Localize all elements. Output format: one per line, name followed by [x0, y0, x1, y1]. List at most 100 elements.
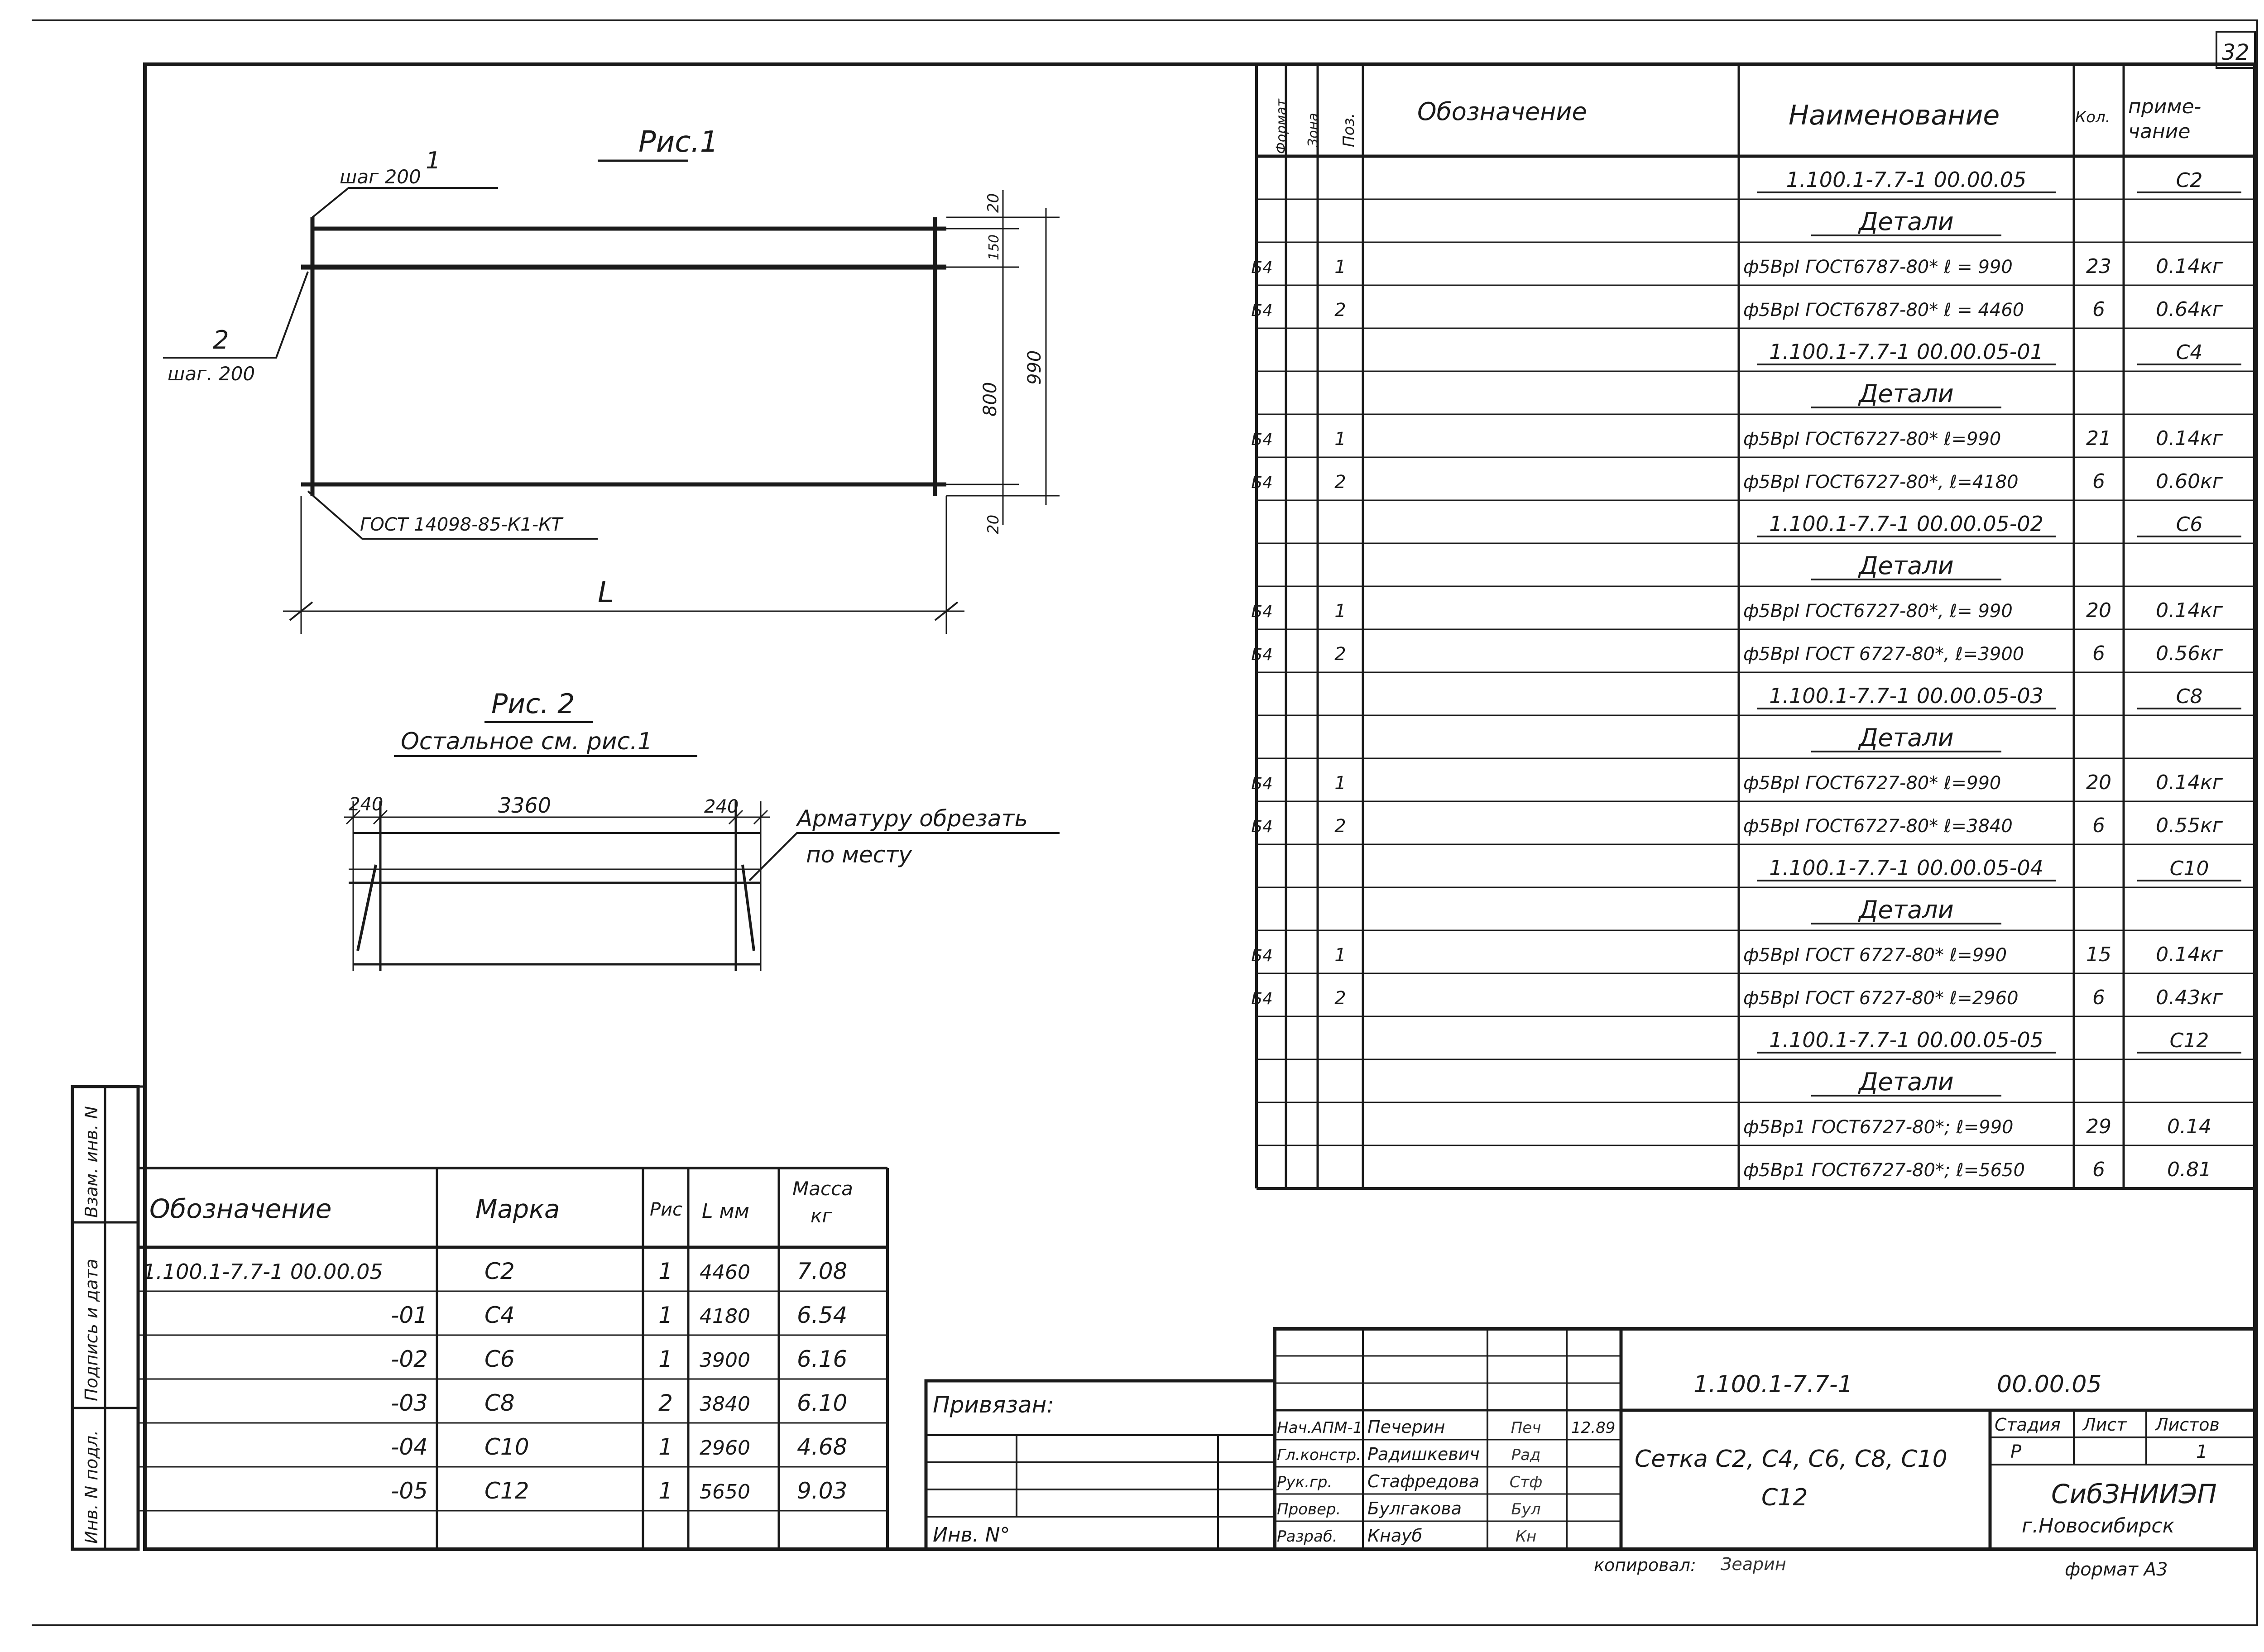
spec-row-note: 0.14кг [2156, 771, 2223, 794]
title-org-name: СибЗНИИЭП [2051, 1479, 2217, 1509]
title-stage-value: Р [2010, 1441, 2022, 1462]
spec-row-format: Б4 [1251, 947, 1273, 965]
staff-signature: Кн [1516, 1528, 1536, 1546]
title-org-city: г.Новосибирск [2022, 1514, 2175, 1537]
spec-row-note: 0.64кг [2156, 298, 2223, 321]
spec-row-item: ф5ВрI ГОСТ6727-80* ℓ=990 [1743, 429, 2001, 450]
staff-signature: Рад [1511, 1446, 1541, 1464]
staff-role: Разраб. [1277, 1528, 1338, 1546]
fig1-leader1-num: 1 [426, 147, 441, 174]
spec-row-qty: 20 [2086, 771, 2111, 794]
spec-row-assembly: 1.100.1-7.7-1 00.00.05-02 [1769, 512, 2043, 536]
marks-row-mass: 6.10 [797, 1390, 847, 1416]
spec-row-pos: 2 [1334, 472, 1346, 493]
fig2-subtitle: Остальное см. рис.1 [401, 728, 652, 755]
figure-2: Рис. 2 Остальное см. рис.1 240 3360 240 … [344, 688, 1060, 971]
spec-row-item: ф5ВрI ГОСТ6727-80*, ℓ=4180 [1743, 472, 2019, 493]
spec-row-format: Б4 [1251, 990, 1273, 1008]
spec-header-zone: Зона [1305, 113, 1321, 147]
title-sheets-value: 1 [2196, 1441, 2207, 1462]
staff-name: Булгакова [1367, 1499, 1462, 1518]
spec-row-pos: 2 [1334, 816, 1346, 837]
binding-label: Привязан: [933, 1392, 1054, 1418]
spec-row-section: Детали [1858, 551, 1954, 580]
fig2-dim-mid: 3360 [498, 793, 551, 818]
spec-row-qty: 23 [2086, 255, 2111, 278]
spec-row-note: 0.81 [2167, 1158, 2211, 1181]
marks-row-mass: 7.08 [797, 1258, 847, 1284]
marks-row-length: 3840 [700, 1393, 750, 1416]
spec-row-pos: 1 [1334, 257, 1346, 278]
fig1-dim-800: 800 [980, 382, 1001, 417]
marks-row-mark: С6 [484, 1346, 515, 1372]
spec-row-format: Б4 [1251, 646, 1273, 664]
title-sheets-label: Листов [2154, 1415, 2220, 1435]
spec-row-item: ф5ВрI ГОСТ 6727-80* ℓ=2960 [1743, 988, 2019, 1009]
fig1-dim-20-bottom: 20 [984, 515, 1002, 534]
marks-row-designation: -02 [391, 1346, 428, 1372]
staff-role: Провер. [1277, 1500, 1341, 1518]
fig1-weld-note: ГОСТ 14098-85-К1-КТ [360, 514, 564, 535]
marks-header-mark: Марка [475, 1195, 560, 1224]
spec-row-pos: 2 [1334, 988, 1346, 1009]
spec-row-item: ф5ВрI ГОСТ 6727-80*, ℓ=3900 [1743, 644, 2024, 665]
spec-row-section: Детали [1858, 1068, 1954, 1096]
spec-row-format: Б4 [1251, 603, 1273, 621]
spec-row-assembly: 1.100.1-7.7-1 00.00.05-05 [1769, 1028, 2043, 1052]
spec-row-pos: 1 [1334, 601, 1346, 622]
marks-row-mass: 4.68 [797, 1434, 847, 1460]
marks-row-designation: -04 [391, 1434, 428, 1460]
marks-row-length: 2960 [700, 1437, 750, 1460]
spec-row-pos: 2 [1334, 300, 1346, 321]
marks-row-fig: 1 [658, 1302, 673, 1328]
fig1-leader2-step: шаг. 200 [168, 363, 255, 385]
spec-row-note: 0.14кг [2156, 427, 2223, 450]
spec-row-item: ф5Вр1 ГОСТ6727-80*; ℓ=990 [1743, 1117, 2013, 1138]
binding-block: Привязан: Инв. N° [924, 1379, 1276, 1551]
fig1-dim-150: 150 [986, 235, 1002, 260]
marks-row-mass: 6.54 [797, 1302, 847, 1328]
marks-header-length: L мм [702, 1200, 749, 1223]
page-number: 32 [2221, 40, 2249, 65]
spec-header-pos: Поз. [1340, 113, 1358, 147]
staff-name: Радишкевич [1367, 1444, 1480, 1464]
spec-row-qty: 6 [2092, 642, 2105, 665]
spec-row-note: 0.14кг [2156, 599, 2223, 622]
marks-row-mass: 6.16 [797, 1346, 847, 1372]
marks-row-mark: С8 [484, 1390, 515, 1416]
spec-row-pos: 1 [1334, 773, 1346, 794]
marks-row-mark: С2 [484, 1258, 515, 1284]
staff-date: 12.89 [1571, 1419, 1615, 1437]
staff-name: Печерин [1367, 1417, 1445, 1437]
spec-row-qty: 21 [2086, 427, 2111, 450]
figure-1: Рис.1 1 шаг 200 2 шаг. 200 20 150 800 99… [163, 125, 1060, 634]
fig1-leader2-num: 2 [213, 326, 229, 355]
spec-row-item: ф5ВрI ГОСТ6727-80* ℓ=990 [1743, 773, 2001, 794]
spec-row-qty: 6 [2092, 1158, 2105, 1181]
spec-row-format: Б4 [1251, 259, 1273, 277]
spec-row-note: 0.14кг [2156, 255, 2223, 278]
spec-row-format: Б4 [1251, 474, 1273, 492]
title-block: 1.100.1-7.7-1 00.00.05 Сетка С2, С4, С6,… [1273, 1327, 2257, 1551]
spec-table-grid [1255, 64, 2255, 1190]
staff-name: Кнауб [1367, 1526, 1422, 1546]
marks-row-length: 5650 [700, 1480, 750, 1504]
spec-row-assembly: 1.100.1-7.7-1 00.00.05 [1786, 168, 2027, 192]
spec-row-format: Б4 [1251, 431, 1273, 449]
spec-row-format: Б4 [1251, 818, 1273, 836]
staff-signature: Печ [1511, 1419, 1541, 1437]
spec-row-note: С12 [2170, 1029, 2209, 1052]
marks-row-mark: С10 [484, 1434, 529, 1460]
spec-row-pos: 1 [1334, 429, 1346, 450]
title-sheet-label: Лист [2082, 1415, 2127, 1435]
spec-row-item: ф5ВрI ГОСТ6787-80* ℓ = 4460 [1743, 300, 2024, 321]
staff-role: Рук.гр. [1277, 1473, 1332, 1491]
spec-row-assembly: 1.100.1-7.7-1 00.00.05-04 [1769, 856, 2043, 880]
marks-row-fig: 1 [658, 1258, 673, 1284]
spec-row-note: 0.56кг [2156, 642, 2223, 665]
binding-inv-label: Инв. N° [933, 1523, 1010, 1547]
spec-row-item: ф5ВрI ГОСТ6727-80*, ℓ= 990 [1743, 601, 2013, 622]
staff-signature: Стф [1510, 1473, 1543, 1491]
